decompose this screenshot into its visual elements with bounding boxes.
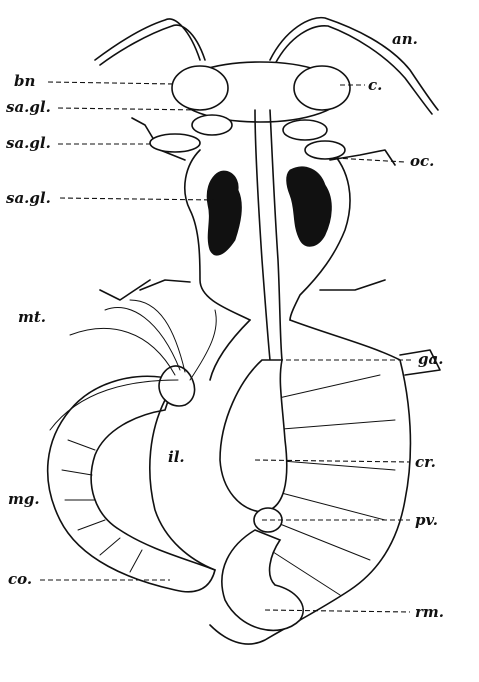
label-mg: mg. bbox=[8, 490, 40, 508]
label-sa-gl-3: sa.gl. bbox=[6, 189, 51, 207]
label-co: co. bbox=[8, 570, 32, 588]
label-bn: bn bbox=[14, 72, 35, 90]
label-ga: ga. bbox=[418, 350, 443, 368]
salivary-glands bbox=[150, 115, 345, 255]
rectum bbox=[222, 530, 303, 630]
label-sa-gl-2: sa.gl. bbox=[6, 134, 51, 152]
label-c: c. bbox=[368, 76, 382, 94]
label-il: il. bbox=[168, 448, 185, 466]
label-mt: mt. bbox=[18, 308, 46, 326]
midgut-colon bbox=[48, 366, 215, 592]
proventriculus bbox=[254, 508, 282, 532]
label-oc: oc. bbox=[410, 152, 434, 170]
head bbox=[172, 62, 350, 122]
compound-eye-left bbox=[172, 66, 228, 110]
label-sa-gl-1: sa.gl. bbox=[6, 98, 51, 116]
compound-eye-right bbox=[294, 66, 350, 110]
label-pv: pv. bbox=[415, 511, 438, 529]
label-rm: rm. bbox=[415, 603, 444, 621]
label-cr: cr. bbox=[415, 453, 436, 471]
midgut bbox=[48, 376, 215, 592]
crop bbox=[220, 360, 287, 512]
label-an: an. bbox=[392, 30, 418, 48]
legs bbox=[100, 118, 440, 375]
